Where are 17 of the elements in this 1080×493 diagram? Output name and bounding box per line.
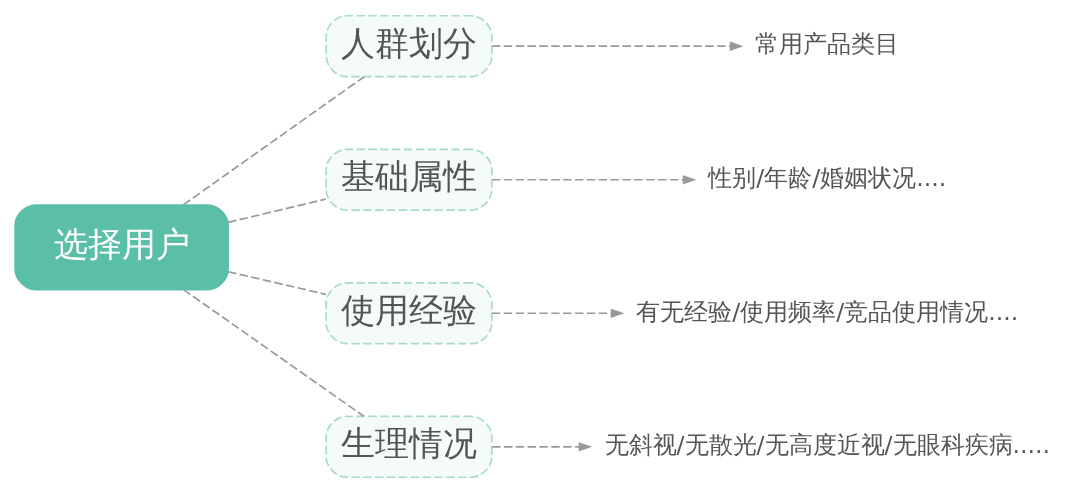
node-text: 常用产品类目 (755, 30, 900, 59)
connector (227, 198, 327, 224)
arrow (491, 175, 697, 185)
node-text: 无斜视/无散光/无高度近视/无眼科疾病..... (604, 431, 1051, 460)
node-box: 基础属性 (325, 148, 493, 211)
arrow (491, 442, 593, 452)
connector (182, 75, 366, 206)
node-text: 有无经验/使用频率/竞品使用情况.... (636, 297, 1019, 326)
connector (182, 288, 365, 418)
node-text: 性别/年龄/婚姻状况.... (708, 163, 947, 192)
node-box: 人群划分 (325, 14, 493, 78)
node-box: 选择用户 (14, 204, 229, 291)
arrow (491, 308, 625, 318)
node-box: 生理情况 (325, 415, 493, 479)
node-box: 使用经验 (325, 282, 493, 345)
arrow (491, 41, 744, 51)
connector (227, 270, 327, 296)
